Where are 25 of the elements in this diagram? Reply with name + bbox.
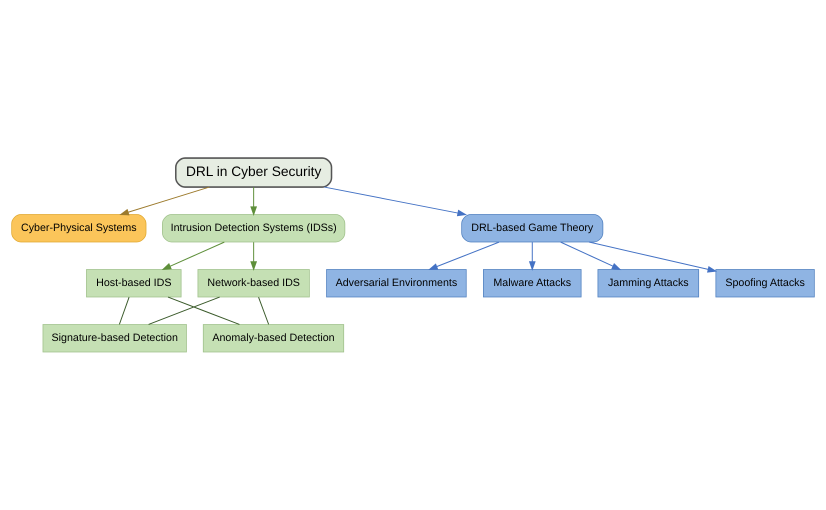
node-box: DRL-based Game Theory (461, 214, 604, 242)
node-box: Intrusion Detection Systems (IDSs) (162, 214, 346, 242)
node-box: Adversarial Environments (326, 269, 467, 298)
arrow (560, 242, 622, 270)
arrow (588, 242, 718, 273)
connector (148, 296, 220, 325)
node-box: Signature-based Detection (42, 324, 187, 352)
arrow (250, 186, 258, 216)
node-box: Anomaly-based Detection (202, 324, 344, 352)
node-box: Spoofing Attacks (715, 269, 815, 298)
arrow (324, 186, 467, 216)
node-box: Network-based IDS (198, 269, 310, 298)
connector (167, 296, 240, 325)
node-box: Jamming Attacks (598, 269, 700, 298)
arrow (528, 242, 536, 271)
arrow (428, 242, 500, 270)
node-box: Malware Attacks (483, 269, 582, 298)
node-box: Cyber-Physical Systems (11, 214, 146, 242)
node-box: Host-based IDS (86, 269, 182, 298)
arrow (250, 242, 258, 271)
arrow (162, 242, 225, 270)
connector (118, 296, 130, 325)
arrow (119, 186, 210, 216)
node-box: DRL in Cyber Security (175, 157, 332, 188)
connector (258, 296, 270, 325)
